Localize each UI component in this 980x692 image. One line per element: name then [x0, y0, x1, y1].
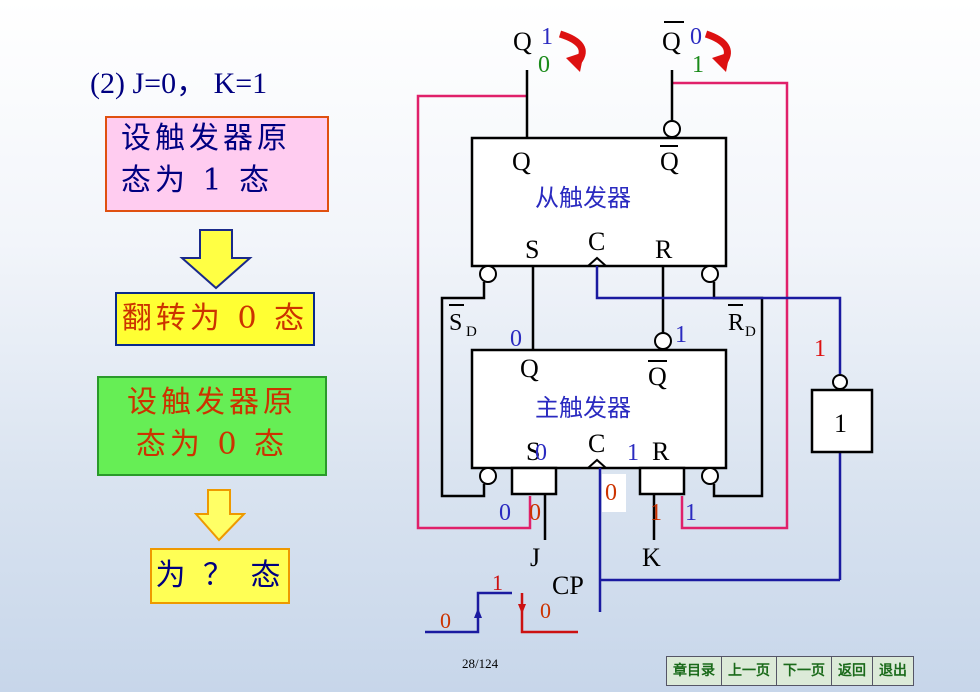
slave-name: 从触发器 [535, 185, 631, 212]
and-r-feedback-value: 1 [650, 500, 662, 526]
master-name: 主触发器 [535, 395, 631, 422]
master-s-label: S [526, 437, 540, 466]
slave-c-label: C [588, 227, 605, 256]
cp-high-value: 1 [492, 570, 503, 595]
cp-low-left-value: 0 [440, 608, 451, 633]
feedback-wires [416, 81, 789, 530]
and-s-input-value: 0 [499, 500, 511, 526]
qbar-new-value: 1 [692, 52, 704, 78]
step-box-initial-0: 设触发器原 态为 0 态 [97, 376, 327, 476]
slave-s-label: S [525, 235, 539, 264]
slave-r-label: R [655, 235, 673, 264]
step-box-line: 态为 1 态 [121, 163, 274, 198]
slave-qbar-label: Q [660, 147, 679, 176]
nav-next-button[interactable]: 下一页 [777, 657, 832, 685]
and-r-input-value: 1 [685, 500, 697, 526]
slave-q-label: Q [512, 147, 531, 176]
step-box-line: 设触发器原 [121, 121, 291, 156]
slide-title: (2) J=0， K=1 [90, 67, 268, 100]
qbar-old-value: 0 [690, 24, 702, 50]
down-arrow-2 [194, 489, 246, 542]
nav-chapter-button[interactable]: 章目录 [667, 657, 722, 685]
master-q-label: Q [520, 354, 539, 383]
slide-nav-bar: 章目录 上一页 下一页 返回 退出 [666, 656, 914, 686]
nav-exit-button[interactable]: 退出 [873, 657, 913, 685]
j-input-label: J [530, 543, 540, 572]
q-old-value: 1 [541, 24, 553, 50]
nav-back-button[interactable]: 返回 [832, 657, 873, 685]
master-q-value: 0 [510, 326, 522, 352]
sd-subscript: D [466, 324, 477, 340]
rd-subscript: D [745, 324, 756, 340]
master-r-value: 1 [627, 440, 639, 466]
master-s-value: 0 [535, 440, 547, 466]
nav-prev-button[interactable]: 上一页 [722, 657, 777, 685]
step-box-result-0: 翻转为 0 态 [115, 292, 315, 346]
step-box-line: 设触发器原 [127, 385, 297, 420]
cp-label: CP [552, 571, 584, 600]
master-qbar-value: 1 [675, 322, 687, 348]
inverter-input-value: 1 [814, 336, 826, 362]
page-number: 28/124 [462, 656, 499, 671]
step-box-line: 态为 0 态 [135, 427, 289, 462]
master-c-label: C [588, 429, 605, 458]
slave-flipflop [470, 136, 728, 268]
step-box-initial-1: 设触发器原 态为 1 态 [105, 116, 329, 212]
inverter-label: 1 [834, 409, 847, 438]
step-box-question: 为 ？ 态 [150, 548, 290, 604]
clock-wires [595, 266, 842, 612]
master-qbar-label: Q [648, 362, 667, 391]
rd-label: R [728, 310, 744, 336]
q-new-value: 0 [538, 52, 550, 78]
master-r-label: R [652, 437, 670, 466]
output-qbar-label: Q [662, 27, 681, 56]
master-flipflop [470, 348, 728, 470]
inverter-gate [810, 388, 874, 454]
and-s-feedback-value: 0 [529, 500, 541, 526]
k-input-label: K [642, 543, 661, 572]
master-c-value: 0 [605, 480, 617, 506]
output-q-label: Q [513, 27, 532, 56]
down-arrow-1 [179, 229, 253, 290]
sd-label: S [449, 310, 462, 336]
cp-low-right-value: 0 [540, 598, 551, 623]
